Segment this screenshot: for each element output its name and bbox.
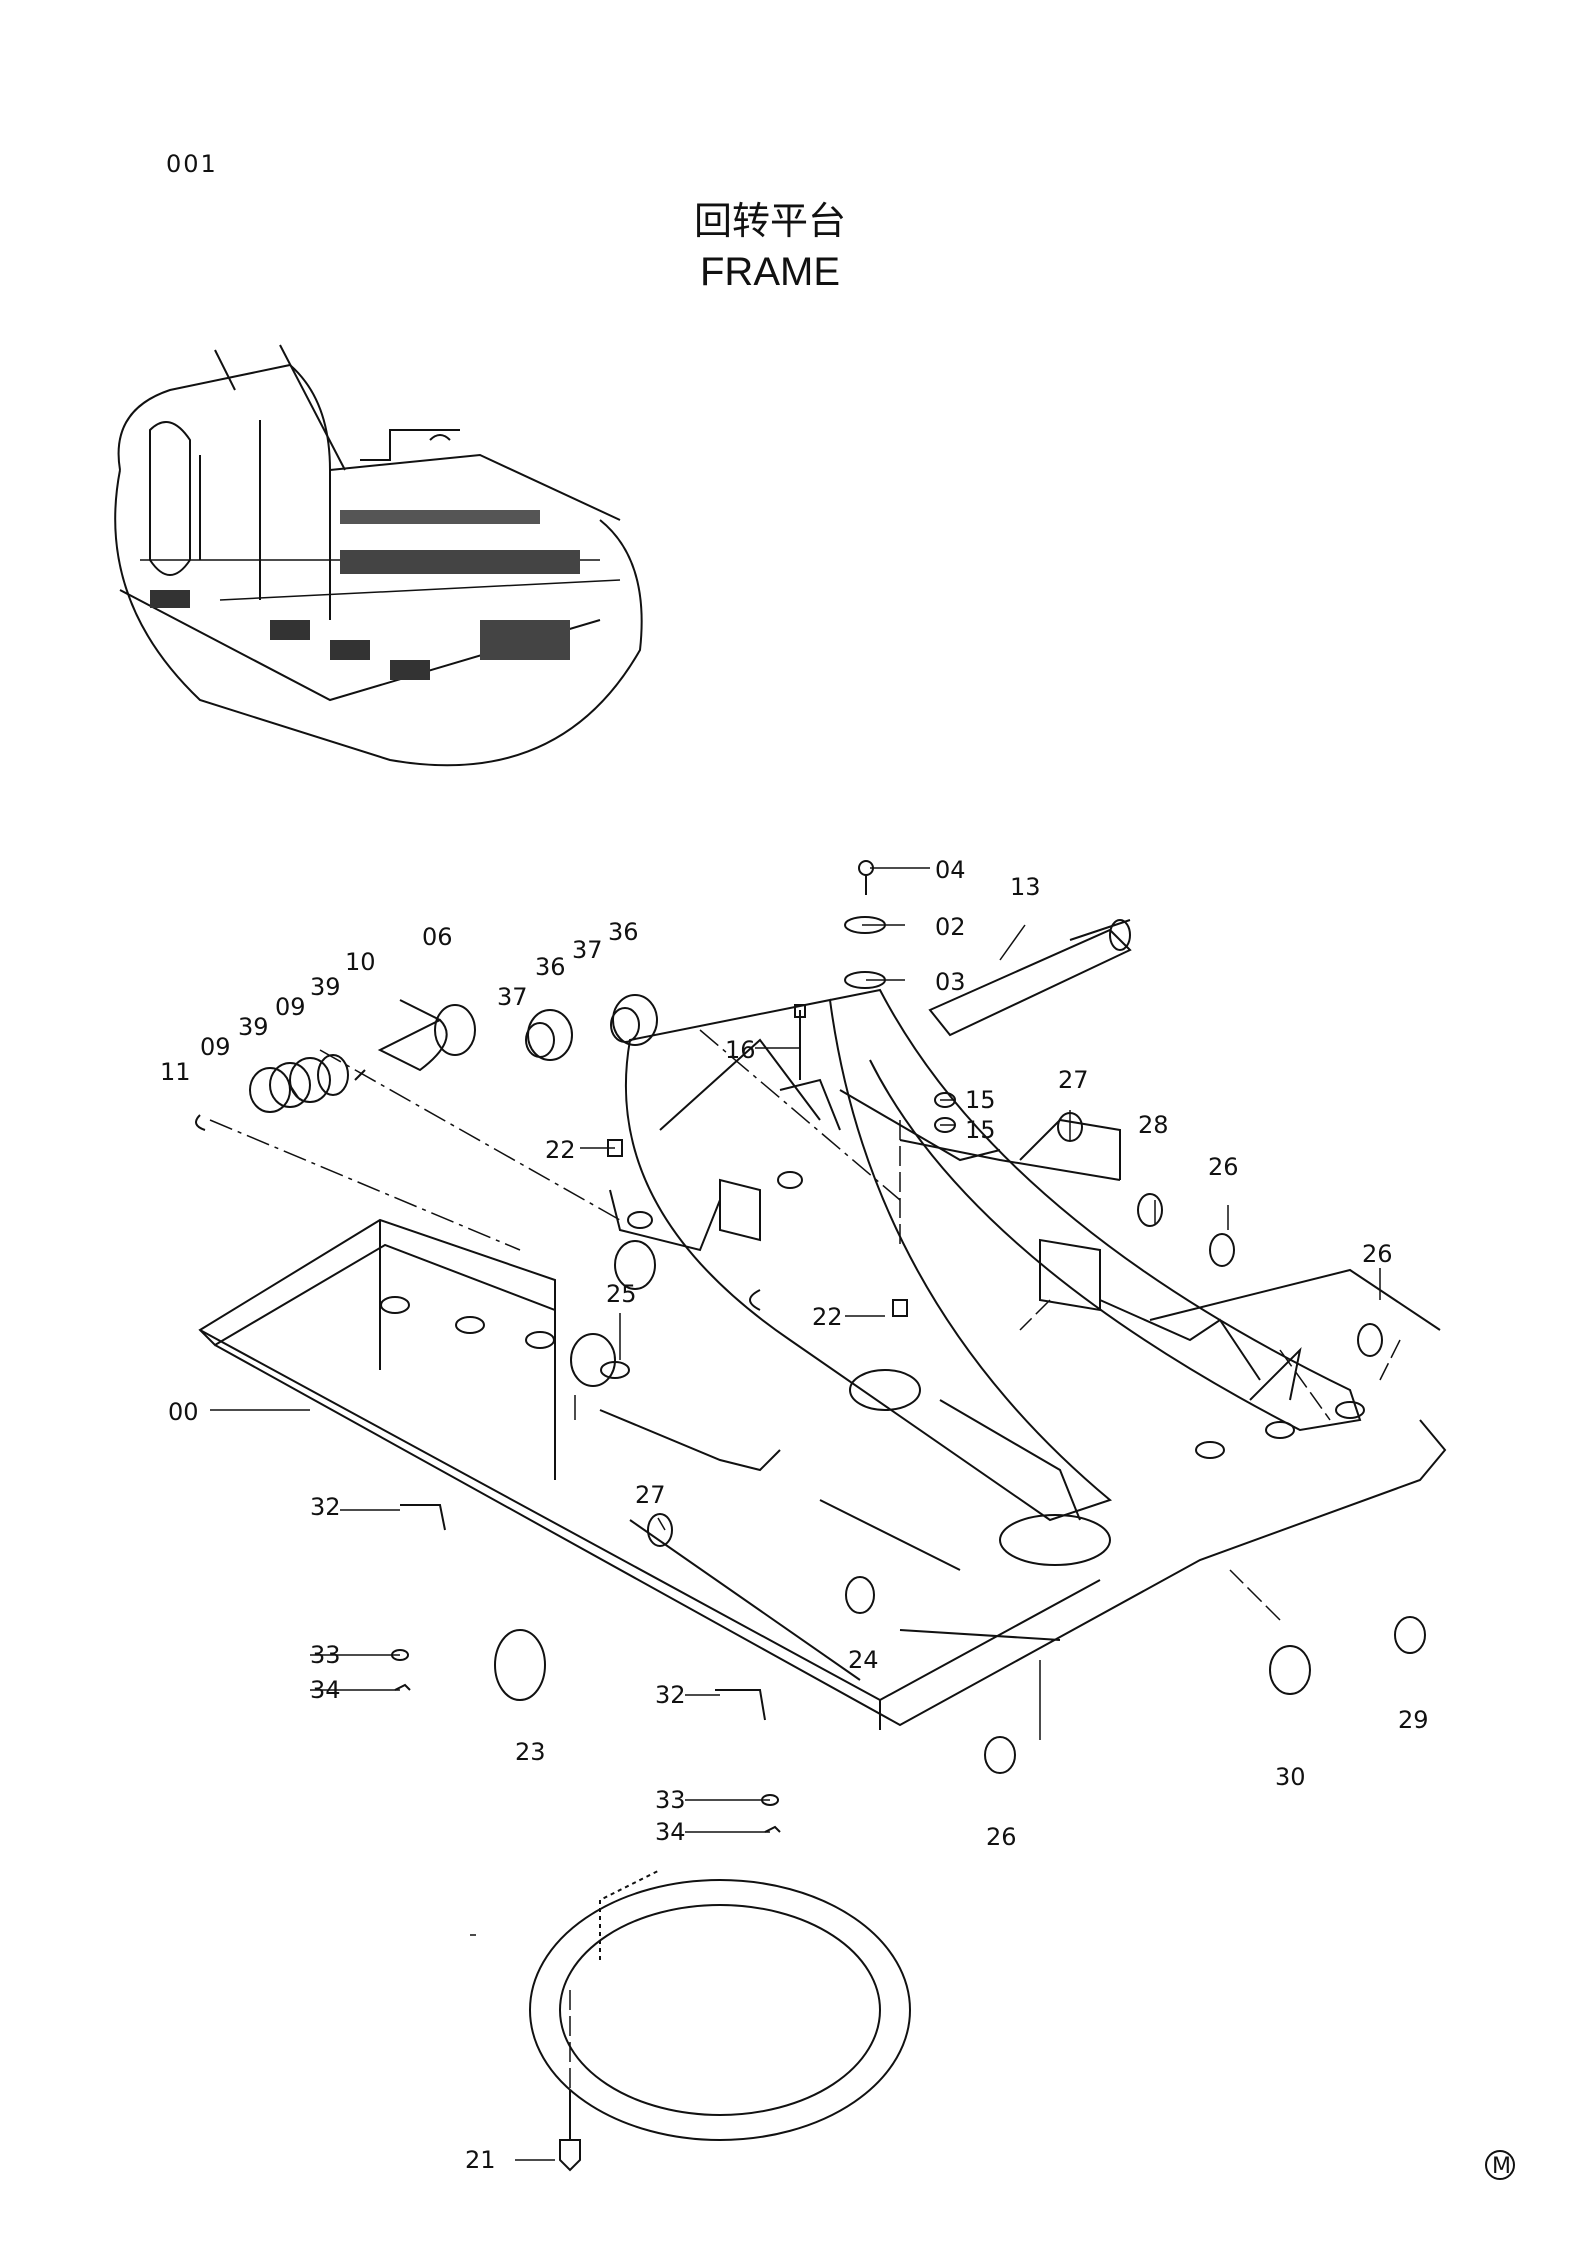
callout-32-right: 32 <box>655 1681 686 1709</box>
callout-23: 23 <box>515 1738 546 1766</box>
callout-26-upper: 26 <box>1208 1153 1239 1181</box>
callout-37-left: 37 <box>497 983 528 1011</box>
callout-26-right: 26 <box>1362 1240 1393 1268</box>
callout-22-upper: 22 <box>545 1136 576 1164</box>
page-number: 001 <box>166 150 218 178</box>
callout-02: 02 <box>935 913 966 941</box>
callout-13: 13 <box>1010 873 1041 901</box>
callout-33-left: 33 <box>310 1641 341 1669</box>
callout-30: 30 <box>1275 1763 1306 1791</box>
callout-32-left: 32 <box>310 1493 341 1521</box>
callout-33-right: 33 <box>655 1786 686 1814</box>
callout-11: 11 <box>160 1058 191 1086</box>
manufacturer-mark-letter: M <box>1492 2154 1511 2179</box>
callout-37-right: 37 <box>572 936 603 964</box>
callout-36-right: 36 <box>608 918 639 946</box>
callout-26-bottom: 26 <box>986 1823 1017 1851</box>
callout-10: 10 <box>345 948 376 976</box>
callout-24: 24 <box>848 1646 879 1674</box>
overview-thumbnail <box>114 344 643 767</box>
callout-lines <box>209 867 1401 2161</box>
callout-09-right: 09 <box>275 993 306 1021</box>
callout-39-right: 39 <box>310 973 341 1001</box>
callout-15-lower: 15 <box>965 1116 996 1144</box>
swing-bearing-ring <box>529 1869 911 2141</box>
manufacturer-mark <box>1485 2150 1515 2180</box>
callout-39-left: 39 <box>238 1013 269 1041</box>
callout-04: 04 <box>935 856 966 884</box>
callout-36-left: 36 <box>535 953 566 981</box>
callout-00: 00 <box>168 1398 199 1426</box>
main-frame-outline <box>198 988 1447 1730</box>
callout-28: 28 <box>1138 1111 1169 1139</box>
callout-25: 25 <box>606 1280 637 1308</box>
callout-labels: 00 02 03 04 06 09 09 10 11 13 15 15 16 2… <box>160 856 1511 2179</box>
title-chinese: 回转平台 <box>693 199 846 243</box>
callout-22-lower: 22 <box>812 1303 843 1331</box>
callout-21: 21 <box>465 2146 496 2174</box>
callout-09-left: 09 <box>200 1033 231 1061</box>
callout-27-lower: 27 <box>635 1481 666 1509</box>
callout-03: 03 <box>935 968 966 996</box>
callout-16: 16 <box>725 1036 756 1064</box>
hardware-parts <box>195 860 1426 2172</box>
callout-34-right: 34 <box>655 1818 686 1846</box>
boom-foot-assembly <box>609 1078 841 1252</box>
title-english: FRAME <box>700 250 840 294</box>
callout-06: 06 <box>422 923 453 951</box>
callout-15-upper: 15 <box>965 1086 996 1114</box>
callout-29: 29 <box>1398 1706 1429 1734</box>
callout-34-left: 34 <box>310 1676 341 1704</box>
callout-27-upper: 27 <box>1058 1066 1089 1094</box>
